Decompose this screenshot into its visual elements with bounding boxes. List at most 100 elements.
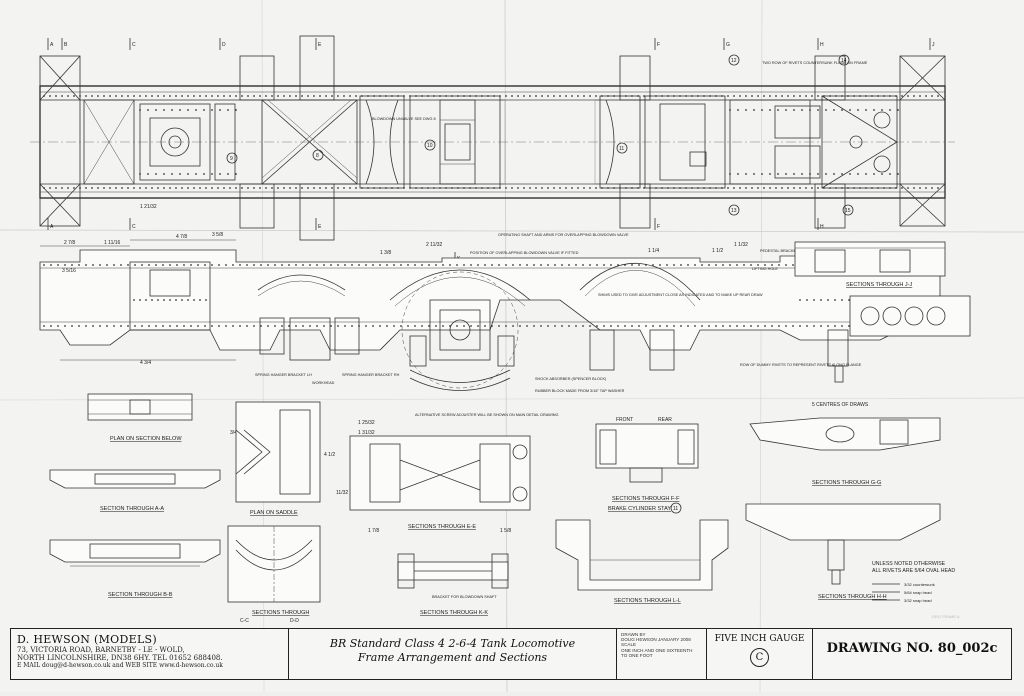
rivet bbox=[907, 187, 909, 189]
dimension: 3/4 bbox=[230, 430, 237, 436]
rivet bbox=[857, 109, 859, 111]
section-jj-title: SECTIONS THROUGH J-J bbox=[846, 282, 912, 288]
rivet bbox=[547, 264, 549, 266]
rivet bbox=[169, 95, 171, 97]
rivet bbox=[134, 264, 136, 266]
rivet bbox=[487, 187, 489, 189]
rivet bbox=[603, 325, 605, 327]
rivet bbox=[645, 325, 647, 327]
rivet bbox=[145, 299, 147, 301]
rivet bbox=[781, 187, 783, 189]
rivet bbox=[625, 95, 627, 97]
rivet bbox=[825, 173, 827, 175]
rivet bbox=[313, 95, 315, 97]
rivet bbox=[199, 95, 201, 97]
rivet bbox=[673, 95, 675, 97]
dimensions: 2 7/8 4 7/8 3 5/16 1 11/16 3 5/8 1 21/32… bbox=[62, 204, 748, 534]
rivet bbox=[106, 264, 108, 266]
rivet bbox=[841, 187, 843, 189]
rivet bbox=[809, 173, 811, 175]
rivet bbox=[190, 264, 192, 266]
rivet bbox=[925, 95, 927, 97]
rivet bbox=[487, 95, 489, 97]
rivet bbox=[183, 325, 185, 327]
rivet bbox=[435, 264, 437, 266]
faint-mark: DRG FRAME A bbox=[932, 614, 960, 619]
rivet bbox=[309, 325, 311, 327]
rivet bbox=[729, 109, 731, 111]
rivet bbox=[302, 325, 304, 327]
svg-text:8: 8 bbox=[316, 153, 319, 159]
rivet bbox=[873, 109, 875, 111]
rivet bbox=[526, 264, 528, 266]
rivet bbox=[673, 264, 675, 266]
rivet bbox=[901, 187, 903, 189]
rivet bbox=[115, 95, 117, 97]
rivet bbox=[141, 264, 143, 266]
rivet bbox=[708, 325, 710, 327]
rivet bbox=[568, 325, 570, 327]
rivet bbox=[834, 299, 836, 301]
rivet bbox=[457, 187, 459, 189]
rivet bbox=[505, 264, 507, 266]
rivet bbox=[820, 299, 822, 301]
rivet bbox=[50, 264, 52, 266]
rivet bbox=[85, 325, 87, 327]
dimension: 1 1/2 bbox=[712, 248, 723, 254]
label-shock-absorber: SHOCK ABSORBER (SPENCER BLOCK) bbox=[535, 377, 607, 381]
rivet bbox=[445, 95, 447, 97]
rivet bbox=[386, 264, 388, 266]
rivet bbox=[571, 95, 573, 97]
rivet bbox=[349, 95, 351, 97]
section-marker: C bbox=[129, 38, 136, 50]
rivet bbox=[139, 109, 141, 111]
rivet bbox=[379, 95, 381, 97]
rivet bbox=[421, 325, 423, 327]
rivet bbox=[319, 95, 321, 97]
rivet bbox=[589, 264, 591, 266]
rivet bbox=[271, 187, 273, 189]
rivet bbox=[533, 264, 535, 266]
rivet bbox=[187, 187, 189, 189]
dimension: 1 11/16 bbox=[104, 240, 121, 246]
rivet bbox=[197, 264, 199, 266]
rivet bbox=[777, 109, 779, 111]
rivet bbox=[246, 264, 248, 266]
label-operating-shaft: OPERATING SHAFT AND ARMS FOR OVERLAPPING… bbox=[498, 233, 629, 237]
section-marker: G bbox=[723, 38, 730, 50]
drawn-line: DRAWN BY bbox=[621, 632, 646, 637]
rivet bbox=[456, 325, 458, 327]
rivet bbox=[631, 187, 633, 189]
drawing-number: DRAWING NO. 80_002c bbox=[826, 641, 998, 656]
rivet bbox=[559, 95, 561, 97]
rivet bbox=[901, 95, 903, 97]
rivet bbox=[344, 264, 346, 266]
rivet bbox=[307, 187, 309, 189]
rivet bbox=[652, 264, 654, 266]
rivet bbox=[393, 325, 395, 327]
rivet bbox=[179, 173, 181, 175]
rivet bbox=[73, 187, 75, 189]
rivet bbox=[925, 187, 927, 189]
rivet bbox=[709, 187, 711, 189]
rivet bbox=[666, 264, 668, 266]
rivet bbox=[813, 299, 815, 301]
rivet bbox=[246, 325, 248, 327]
rivet bbox=[253, 95, 255, 97]
rivet bbox=[103, 95, 105, 97]
rivet bbox=[701, 264, 703, 266]
rivet bbox=[721, 187, 723, 189]
rivet bbox=[463, 187, 465, 189]
rivet bbox=[889, 95, 891, 97]
rivet bbox=[667, 95, 669, 97]
rivet bbox=[148, 325, 150, 327]
rivet bbox=[91, 187, 93, 189]
rivet bbox=[785, 264, 787, 266]
rivet bbox=[325, 187, 327, 189]
rivet bbox=[181, 299, 183, 301]
rivet bbox=[523, 187, 525, 189]
rivet bbox=[895, 95, 897, 97]
rivet bbox=[169, 264, 171, 266]
rivet bbox=[385, 187, 387, 189]
rivet bbox=[785, 173, 787, 175]
